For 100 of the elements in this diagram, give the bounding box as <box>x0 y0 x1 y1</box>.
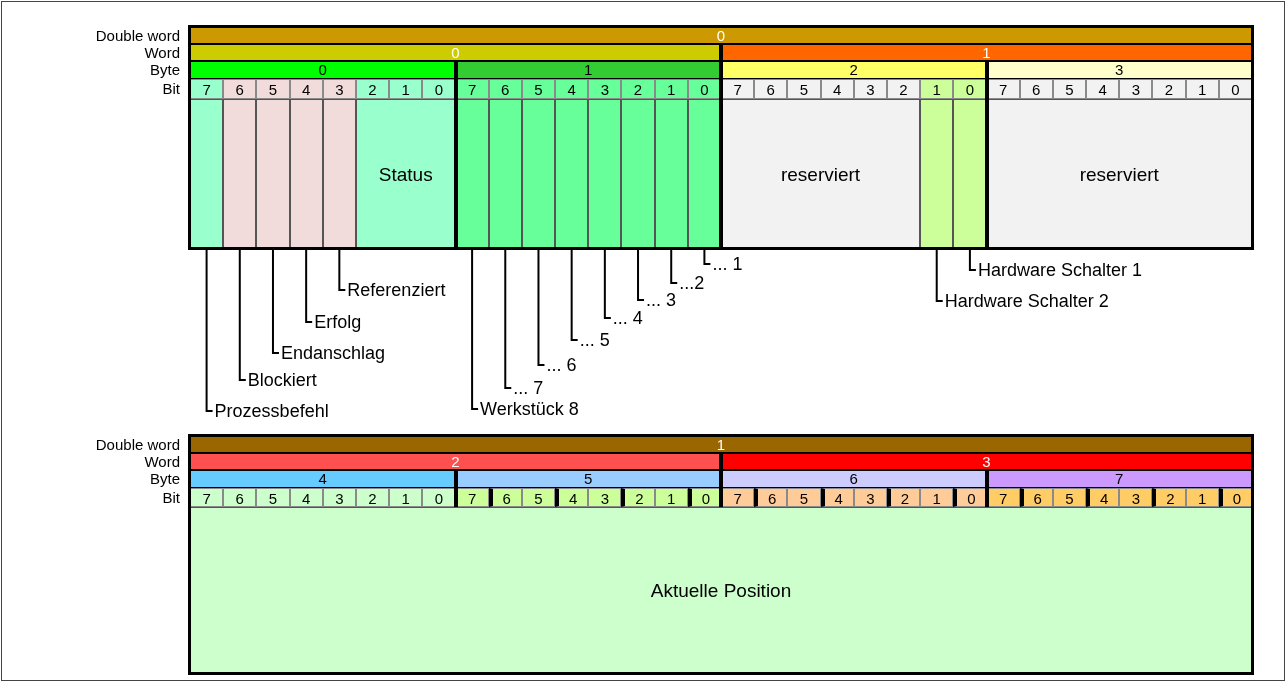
leader-line <box>570 247 579 341</box>
leader-line <box>603 247 612 319</box>
bit-field <box>488 99 522 248</box>
bit-number: 1 <box>389 488 423 507</box>
bit-number: 7 <box>190 79 224 99</box>
bit-number: 4 <box>289 79 323 99</box>
bit-field <box>322 99 356 248</box>
byte-bar: 0 <box>190 61 456 79</box>
bit-number: 0 <box>953 488 987 507</box>
field-label: Hardware Schalter 1 <box>977 259 1142 281</box>
bit-number: 4 <box>555 488 589 507</box>
bit-number: 5 <box>787 79 821 99</box>
bit-number: 6 <box>1019 488 1053 507</box>
field-label: ... 3 <box>646 289 677 311</box>
byte-bar: 6 <box>721 470 987 488</box>
leader-line <box>305 247 314 323</box>
leader-line <box>537 247 546 366</box>
bit-field: Status <box>355 99 456 248</box>
field-label: ... 4 <box>612 307 643 329</box>
row-label: Double word <box>95 435 180 454</box>
bit-number: 0 <box>422 488 456 507</box>
bit-number: 3 <box>588 79 622 99</box>
bit-number: 6 <box>223 79 257 99</box>
bit-field: Aktuelle Position <box>190 507 1252 673</box>
row-label: Word <box>144 43 180 62</box>
bit-number: 2 <box>621 79 655 99</box>
bit-field <box>256 99 290 248</box>
bit-number: 4 <box>555 79 589 99</box>
bit-number: 3 <box>1119 488 1153 507</box>
leader-line <box>637 247 646 301</box>
leader-line <box>471 247 480 410</box>
byte-bar: 4 <box>190 470 456 488</box>
bit-field: reserviert <box>986 99 1252 248</box>
bit-number: 0 <box>953 79 987 99</box>
bit-number: 5 <box>256 79 290 99</box>
row-label: Byte <box>150 61 180 79</box>
bit-number: 1 <box>654 79 688 99</box>
bit-number: 3 <box>588 488 622 507</box>
bit-field <box>289 99 323 248</box>
byte-bar: 5 <box>455 470 721 488</box>
bit-field: reserviert <box>721 99 921 248</box>
byte-bar: 7 <box>986 470 1252 488</box>
bit-field <box>521 99 556 248</box>
bit-number: 1 <box>1185 79 1219 99</box>
bit-number: 4 <box>1086 79 1120 99</box>
field-label: ... 1 <box>712 253 743 275</box>
bit-number: 3 <box>322 79 356 99</box>
bit-number: 3 <box>1119 79 1153 99</box>
bit-number: 6 <box>754 488 788 507</box>
row-label: Bit <box>162 488 180 507</box>
byte-bar: 2 <box>721 61 987 79</box>
field-label: ... 6 <box>546 354 577 376</box>
field-label: Hardware Schalter 2 <box>944 290 1109 312</box>
bit-number: 5 <box>256 488 290 507</box>
byte-bar: 1 <box>455 61 721 79</box>
bit-number: 6 <box>223 488 257 507</box>
bit-number: 4 <box>289 488 323 507</box>
row-label: Word <box>144 452 180 471</box>
bit-number: 5 <box>521 488 556 507</box>
field-label: Werkstück 8 <box>480 398 579 420</box>
bit-number: 3 <box>853 488 887 507</box>
bit-number: 6 <box>488 79 522 99</box>
leader-line <box>968 247 977 271</box>
bit-number: 2 <box>886 79 921 99</box>
leader-line <box>271 247 280 354</box>
bit-number: 7 <box>721 79 755 99</box>
bit-number: 6 <box>754 79 788 99</box>
field-label: Blockiert <box>247 369 317 391</box>
bit-number: 1 <box>654 488 688 507</box>
leader-line <box>205 247 214 412</box>
bit-number: 2 <box>355 79 390 99</box>
bit-number: 6 <box>1019 79 1053 99</box>
bit-number: 4 <box>820 488 854 507</box>
row-label: Bit <box>162 80 180 98</box>
bit-number: 3 <box>322 488 356 507</box>
bit-number: 0 <box>1218 488 1252 507</box>
word-bar: 3 <box>721 453 1252 470</box>
field-label: ... 7 <box>513 377 544 399</box>
bit-field <box>920 99 954 248</box>
bit-number: 2 <box>355 488 390 507</box>
row-label: Byte <box>150 470 180 488</box>
byte-bar: 3 <box>986 61 1252 79</box>
bit-number: 6 <box>488 488 522 507</box>
word-bar: 1 <box>721 44 1252 61</box>
bit-number: 2 <box>1152 488 1186 507</box>
bit-number: 2 <box>621 488 655 507</box>
bit-field <box>588 99 622 248</box>
bit-field <box>555 99 589 248</box>
bit-number: 3 <box>853 79 887 99</box>
bit-number: 0 <box>422 79 456 99</box>
field-label: ...2 <box>679 272 705 294</box>
word-bar: 0 <box>190 44 721 61</box>
bit-number: 5 <box>1052 79 1087 99</box>
bit-number: 1 <box>389 79 423 99</box>
bit-number: 1 <box>1185 488 1219 507</box>
leader-line <box>670 247 679 284</box>
bit-number: 0 <box>1218 79 1252 99</box>
bit-number: 1 <box>920 79 954 99</box>
leader-line <box>703 247 712 265</box>
bit-field <box>654 99 688 248</box>
